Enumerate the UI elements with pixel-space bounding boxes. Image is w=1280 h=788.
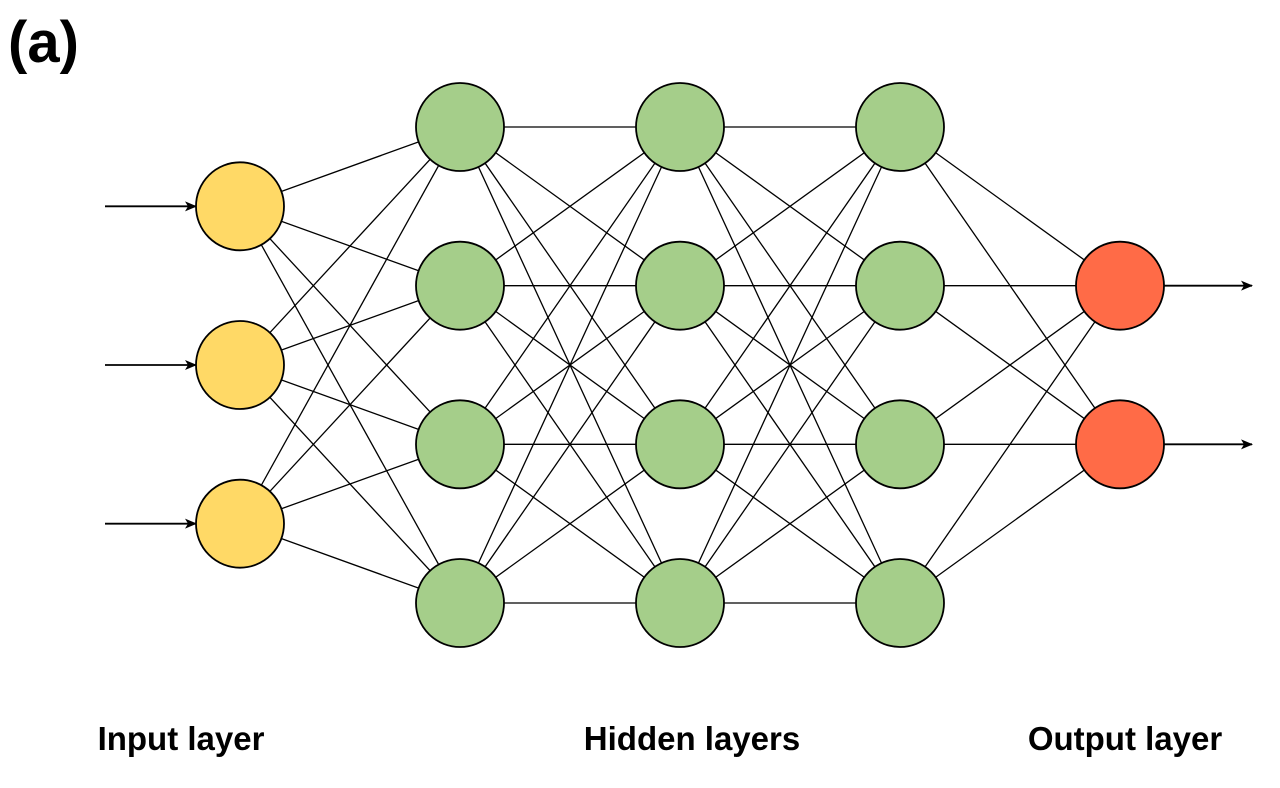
io-arrows [105, 201, 1253, 529]
neurons [195, 82, 1165, 648]
edge-l1n3-l2n0 [459, 126, 681, 604]
edge-l1n2-l2n0 [459, 126, 681, 445]
input-node-l0-n0 [195, 161, 285, 252]
edge-l1n3-l2n1 [459, 285, 681, 604]
panel-label: (a) [8, 10, 79, 75]
edge-l0n2-l1n0 [239, 126, 461, 524]
edge-l1n1-l2n0 [459, 126, 681, 287]
edge-l2n2-l3n0 [679, 126, 901, 445]
edge-l3n3-l4n1 [899, 443, 1121, 604]
edge-l1n3-l2n2 [459, 443, 681, 604]
output-node-l4-n1 [1075, 399, 1165, 490]
edge-l3n2-l4n0 [899, 285, 1121, 445]
hidden-node-l2-n2 [635, 399, 725, 490]
input-node-l0-n1 [195, 320, 285, 410]
edge-l2n3-l3n0 [679, 126, 901, 604]
edge-l0n2-l1n1 [239, 285, 461, 525]
hidden-node-l1-n3 [415, 558, 505, 648]
hidden-node-l1-n2 [415, 399, 505, 490]
connections [239, 126, 1121, 604]
edge-l2n1-l3n0 [679, 126, 901, 287]
hidden-node-l1-n1 [415, 240, 505, 331]
hidden-node-l3-n2 [855, 399, 945, 490]
output-layer-label: Output layer [1027, 720, 1223, 757]
hidden-node-l3-n3 [855, 558, 945, 648]
input-layer-label: Input layer [97, 720, 265, 757]
hidden-node-l3-n1 [855, 240, 945, 331]
edge-l3n3-l4n0 [899, 285, 1121, 604]
hidden-node-l2-n1 [635, 240, 725, 331]
output-node-l4-n0 [1075, 240, 1165, 331]
hidden-layers-label: Hidden layers [583, 720, 801, 757]
hidden-node-l3-n0 [855, 82, 945, 172]
edge-l3n0-l4n0 [899, 126, 1121, 287]
input-node-l0-n2 [195, 478, 285, 569]
edge-l2n3-l3n2 [679, 443, 901, 604]
hidden-node-l2-n0 [635, 82, 725, 172]
edge-l0n1-l1n0 [239, 126, 461, 366]
edge-l2n3-l3n1 [679, 285, 901, 604]
hidden-node-l2-n3 [635, 558, 725, 648]
hidden-node-l1-n0 [415, 82, 505, 172]
